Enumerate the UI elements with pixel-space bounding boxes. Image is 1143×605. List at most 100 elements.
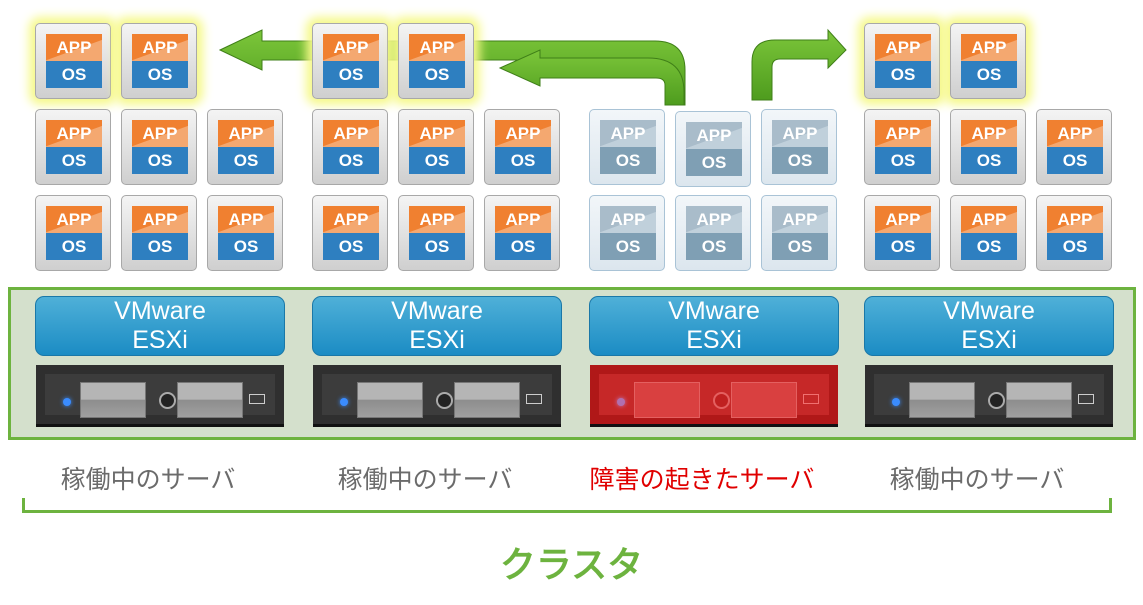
app-layer: APP — [218, 206, 274, 233]
esxi-line1: VMware — [391, 297, 483, 325]
esxi-line2: ESXi — [132, 326, 188, 354]
os-layer: OS — [600, 147, 656, 174]
app-layer: APP — [218, 120, 274, 147]
server[interactable] — [36, 365, 284, 427]
migration-arrow-to-host4 — [751, 28, 847, 101]
drive-bay — [454, 382, 520, 418]
os-layer: OS — [132, 147, 188, 174]
os-layer: OS — [323, 147, 379, 174]
os-layer: OS — [772, 147, 828, 174]
app-layer: APP — [132, 206, 188, 233]
app-layer: APP — [961, 120, 1017, 147]
os-layer: OS — [772, 233, 828, 260]
power-led-icon — [63, 398, 71, 406]
os-layer: OS — [323, 233, 379, 260]
drive-bay — [80, 382, 146, 418]
app-layer: APP — [323, 34, 379, 61]
app-layer: APP — [409, 34, 465, 61]
power-led-icon — [340, 398, 348, 406]
server[interactable] — [313, 365, 561, 427]
app-layer: APP — [409, 120, 465, 147]
app-layer: APP — [132, 120, 188, 147]
app-layer: APP — [323, 120, 379, 147]
app-layer: APP — [495, 206, 551, 233]
os-layer: OS — [323, 61, 379, 88]
os-layer: OS — [686, 149, 742, 176]
os-layer: OS — [46, 233, 102, 260]
drive-bay — [177, 382, 243, 418]
os-layer: OS — [686, 233, 742, 260]
drive-bay — [1006, 382, 1072, 418]
os-layer: OS — [218, 233, 274, 260]
port-icon — [1078, 394, 1094, 404]
esxi-line1: VMware — [943, 297, 1035, 325]
os-layer: OS — [409, 61, 465, 88]
power-led-icon — [892, 398, 900, 406]
os-layer: OS — [495, 147, 551, 174]
power-button-icon — [988, 392, 1005, 409]
esxi-line1: VMware — [114, 297, 206, 325]
server[interactable] — [865, 365, 1113, 427]
port-icon — [526, 394, 542, 404]
os-layer: OS — [1047, 147, 1103, 174]
app-layer: APP — [323, 206, 379, 233]
app-layer: APP — [772, 120, 828, 147]
app-layer: APP — [1047, 120, 1103, 147]
server-face — [874, 374, 1104, 418]
server-status-label: 稼働中のサーバ — [337, 466, 513, 494]
app-layer: APP — [1047, 206, 1103, 233]
os-layer: OS — [600, 233, 656, 260]
os-layer: OS — [875, 233, 931, 260]
os-layer: OS — [218, 147, 274, 174]
app-layer: APP — [875, 120, 931, 147]
app-layer: APP — [686, 206, 742, 233]
os-layer: OS — [875, 61, 931, 88]
power-button-icon — [436, 392, 453, 409]
app-layer: APP — [46, 34, 102, 61]
os-layer: OS — [132, 233, 188, 260]
port-icon — [803, 394, 819, 404]
app-layer: APP — [46, 120, 102, 147]
esxi-line2: ESXi — [409, 326, 465, 354]
app-layer: APP — [409, 206, 465, 233]
failed-server[interactable] — [590, 365, 838, 427]
port-icon — [249, 394, 265, 404]
server-status-label: 障害の起きたサーバ — [589, 466, 815, 494]
server-status-label: 稼働中のサーバ — [889, 466, 1065, 494]
server-face — [45, 374, 275, 418]
server-face — [599, 374, 829, 418]
os-layer: OS — [961, 61, 1017, 88]
